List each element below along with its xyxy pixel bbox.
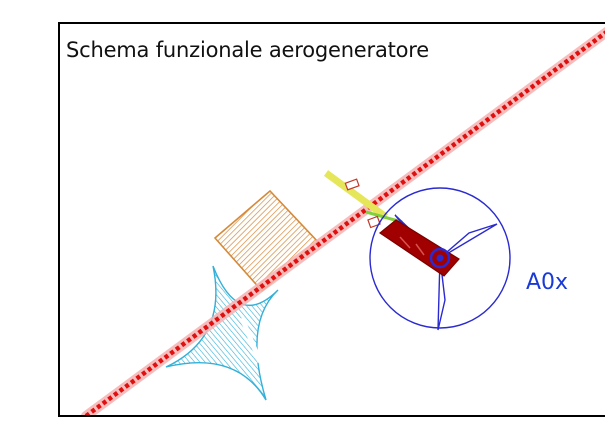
nacelle-block [378, 219, 460, 277]
orange-hatched-box [213, 189, 320, 293]
hub-icon [429, 247, 451, 269]
blade-gap [239, 317, 263, 363]
rotor-circle [369, 187, 511, 329]
axis-line [84, 30, 605, 415]
blue-hatched-blades [165, 265, 279, 401]
spring-icon [367, 215, 381, 229]
spring-icon [344, 178, 360, 191]
yellow-arm [323, 170, 389, 220]
diagram-title: Schema funzionale aerogeneratore [66, 38, 429, 62]
diagram-frame [58, 22, 605, 417]
axis-label: A0x [526, 270, 569, 295]
